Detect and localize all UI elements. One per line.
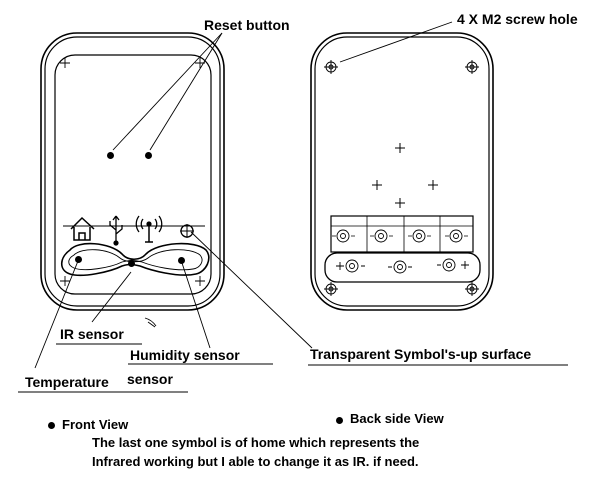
temperature-sensor-label: sensor [127, 371, 173, 387]
note-line-2: Infrared working but I able to change it… [92, 454, 419, 469]
screw-hole-label: 4 X M2 screw hole [457, 11, 578, 27]
humidity-sensor-dot [178, 257, 185, 264]
reset-button-left [107, 152, 114, 159]
back-view-caption: Back side View [350, 411, 444, 426]
front-view-device [40, 32, 225, 311]
reset-button-right [145, 152, 152, 159]
humidity-sensor-label: Humidity sensor [130, 347, 240, 363]
home-icon [70, 216, 95, 241]
ir-sensor-dot [128, 260, 135, 267]
back-view-device [310, 32, 494, 311]
crosshair-icon [180, 224, 194, 238]
ir-sensor-label: IR sensor [60, 326, 124, 342]
wireless-antenna-icon [135, 215, 163, 243]
leader-lines [34, 21, 453, 369]
usb-icon [109, 215, 123, 246]
transparent-symbol-label: Transparent Symbol's-up surface [310, 346, 532, 362]
back-view-bullet [336, 417, 343, 424]
reset-button-label: Reset button [204, 17, 290, 33]
front-view-caption: Front View [62, 417, 129, 432]
note-line-1: The last one symbol is of home which rep… [92, 435, 420, 450]
temperature-label: Temperature [25, 374, 109, 390]
temperature-sensor-dot [75, 256, 82, 263]
front-view-bullet [48, 422, 55, 429]
